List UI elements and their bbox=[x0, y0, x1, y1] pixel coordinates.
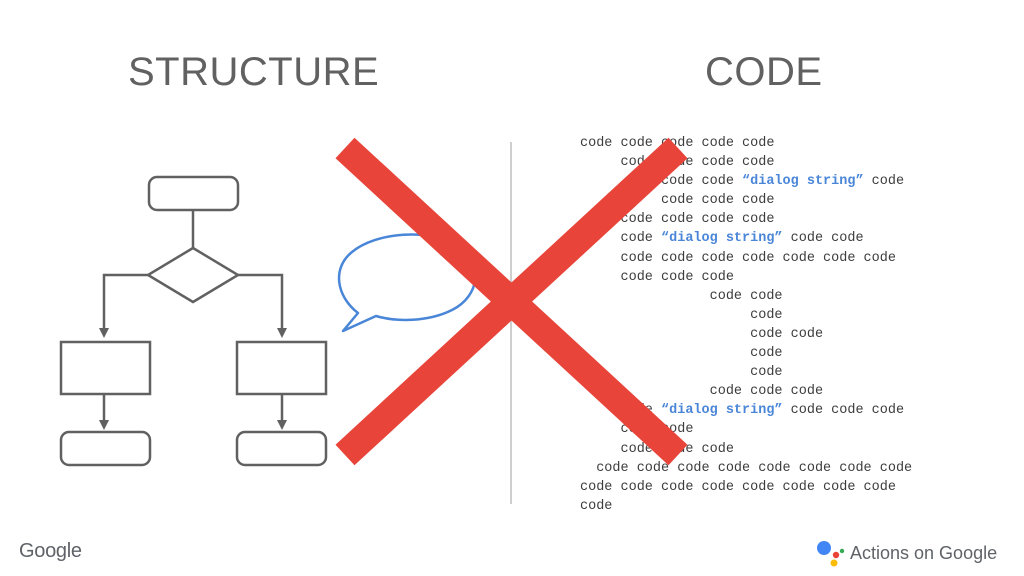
code-line: code code code bbox=[580, 191, 912, 210]
flowchart-branch-right bbox=[238, 273, 287, 338]
code-text: code bbox=[580, 498, 613, 514]
code-text: code code code bbox=[580, 269, 734, 285]
code-text: code code code code bbox=[580, 155, 775, 171]
code-line: code bbox=[580, 363, 912, 382]
code-text: code code code bbox=[580, 193, 775, 209]
code-line: code code code code bbox=[580, 210, 912, 229]
code-text: code code bbox=[580, 326, 824, 342]
code-line: code code code code bbox=[580, 153, 912, 172]
flowchart-end-right bbox=[235, 430, 328, 467]
flowchart-branch-left bbox=[99, 273, 148, 338]
code-line: code code code code code code code bbox=[580, 249, 912, 268]
code-text: code bbox=[580, 346, 783, 362]
code-line: code bbox=[580, 306, 912, 325]
code-text: code code bbox=[580, 288, 783, 304]
flowchart-decision-node bbox=[145, 246, 241, 304]
code-text: code bbox=[580, 231, 662, 247]
code-text: code code code code bbox=[580, 212, 775, 228]
code-line: code code code bbox=[580, 440, 912, 459]
code-line: code code code code code code code code bbox=[580, 478, 912, 497]
dialog-string: “dialog string” bbox=[742, 174, 864, 190]
code-line: code bbox=[580, 497, 912, 516]
code-line: code code bbox=[580, 287, 912, 306]
flowchart-end-left bbox=[59, 430, 152, 467]
code-line: code code bbox=[580, 420, 912, 439]
code-line: code code bbox=[580, 325, 912, 344]
code-text: code bbox=[580, 307, 783, 323]
code-block: code code code code code code code code … bbox=[580, 134, 912, 516]
code-text: code code code bbox=[580, 441, 734, 457]
google-assistant-logo-icon bbox=[817, 541, 845, 567]
code-text: code code bbox=[580, 174, 743, 190]
structure-heading: STRUCTURE bbox=[128, 50, 380, 94]
code-text: code bbox=[580, 365, 783, 381]
code-line: code bbox=[580, 344, 912, 363]
code-line: code code “dialog string” code bbox=[580, 172, 912, 191]
flowchart-process-right bbox=[235, 340, 328, 396]
code-text: code code code code code code code code bbox=[580, 460, 913, 476]
code-text: code code code code code bbox=[580, 136, 775, 151]
flowchart-process-left bbox=[59, 340, 152, 396]
actions-on-google-brand: Actions on Google bbox=[850, 543, 998, 563]
code-text: code bbox=[580, 403, 662, 419]
code-line: code code code code code code code code bbox=[580, 459, 912, 478]
code-line: code “dialog string” code code code bbox=[580, 401, 912, 420]
code-text: code code bbox=[580, 422, 694, 438]
dialog-string: “dialog string” bbox=[661, 403, 783, 419]
google-logo: Google bbox=[19, 540, 82, 562]
code-line: code code code code code bbox=[580, 134, 912, 153]
code-line: code code code bbox=[580, 268, 912, 287]
code-text: code code code code code code code bbox=[580, 250, 896, 266]
code-line: code code code bbox=[580, 382, 912, 401]
code-text: code code code bbox=[782, 403, 905, 419]
dialog-string: “dialog string” bbox=[661, 231, 783, 247]
flowchart-start-node bbox=[147, 175, 240, 212]
code-line: code “dialog string” code code bbox=[580, 229, 912, 248]
code-text: code bbox=[863, 174, 905, 190]
flowchart bbox=[59, 175, 328, 467]
code-text: code code code code code code code code bbox=[580, 479, 896, 495]
speech-bubble-icon bbox=[337, 233, 477, 333]
code-text: code code bbox=[782, 231, 864, 247]
code-heading: CODE bbox=[705, 50, 823, 94]
code-text: code code code bbox=[580, 384, 824, 400]
